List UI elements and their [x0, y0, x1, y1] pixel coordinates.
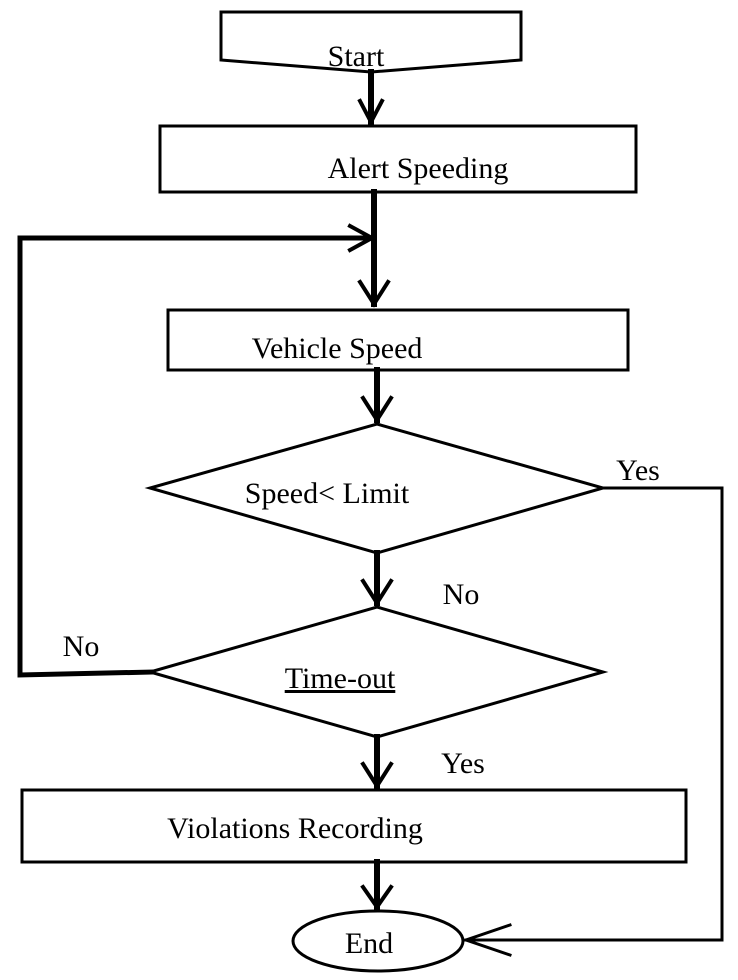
violations-recording-label: Violations Recording — [167, 812, 423, 845]
speed-yes-label: Yes — [616, 454, 660, 487]
speed-limit-label: Speed< Limit — [245, 477, 410, 510]
end-terminator — [291, 909, 465, 973]
violations-recording-box — [20, 788, 688, 864]
connector-timeout-loopback — [17, 235, 375, 678]
connector-speedcheck-end — [464, 486, 724, 942]
alert-speeding-label: Alert Speeding — [328, 152, 509, 185]
arrowhead-speedcheck-end — [461, 923, 512, 957]
start-shape — [219, 10, 523, 74]
arrowhead-timeout-loopback — [347, 223, 377, 253]
timeout-yes-label: Yes — [441, 747, 485, 780]
timeout-no-label: No — [63, 630, 100, 663]
arrowhead-start-alert — [357, 98, 385, 127]
arrowhead-violations-end — [360, 884, 394, 911]
vehicle-speed-box — [166, 308, 630, 372]
alert-speeding-box — [158, 124, 638, 194]
arrowhead-alert-vehicle — [357, 279, 391, 308]
end-label: End — [345, 927, 393, 960]
timeout-label: Time-out — [285, 662, 396, 695]
vehicle-speed-label: Vehicle Speed — [252, 332, 423, 365]
arrowhead-vehicle-speedcheck — [360, 395, 394, 424]
arrowhead-timeout-violations — [360, 761, 394, 790]
speed-no-label: No — [443, 578, 480, 611]
arrowhead-speedcheck-timeout — [360, 578, 394, 607]
start-label: Start — [328, 40, 385, 73]
